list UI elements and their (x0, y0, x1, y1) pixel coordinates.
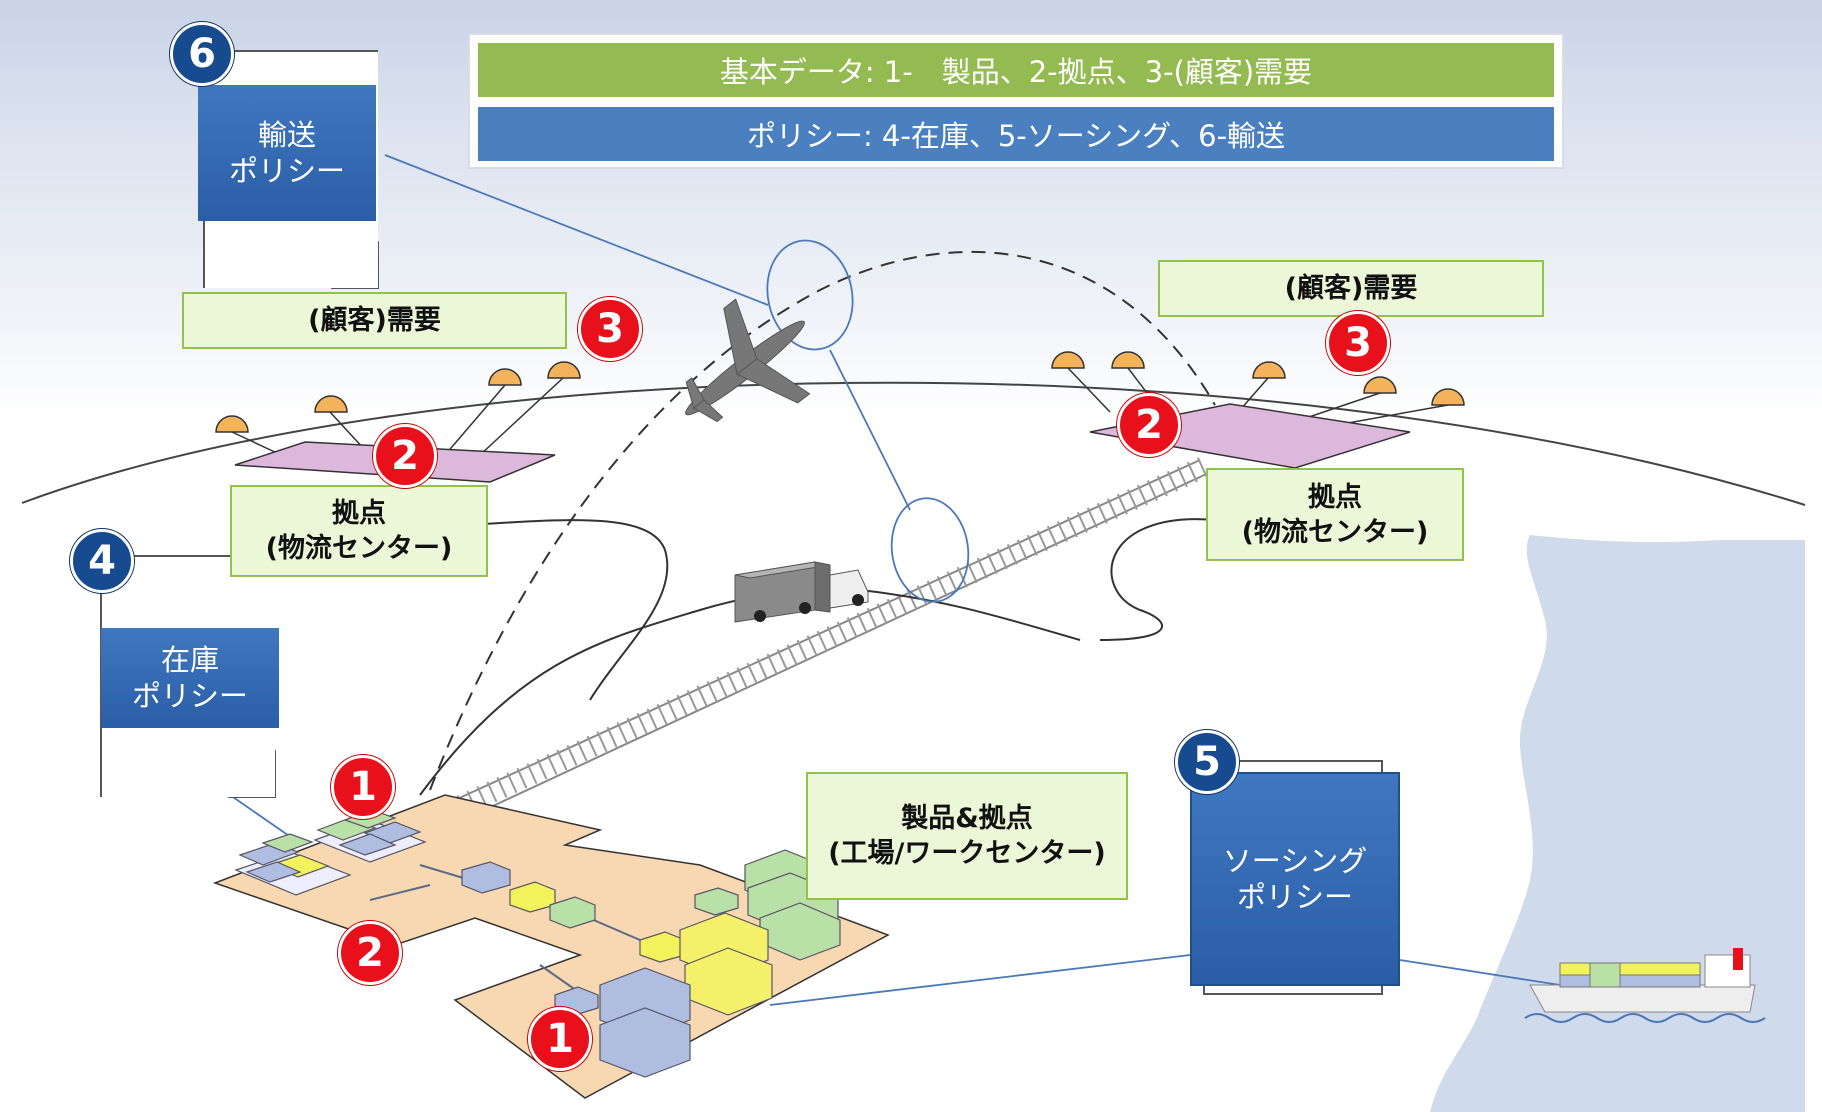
coastline (1430, 535, 1805, 1112)
airplane (685, 298, 811, 423)
site-label-left: 拠点 (物流センター) (230, 485, 488, 577)
horizon-arc (21, 381, 1806, 506)
badge-3-right: 3 (1326, 311, 1390, 375)
badge-2-factory: 2 (338, 921, 402, 985)
demand-label-right: (顧客)需要 (1158, 260, 1544, 317)
site-left-line1: 拠点 (332, 498, 386, 529)
site-right-line1: 拠点 (1308, 481, 1362, 513)
stacked-boxes (599, 849, 841, 1078)
road-left (464, 519, 669, 701)
badge-6: 6 (170, 22, 234, 86)
product-site-line2: (工場/ワークセンター) (828, 838, 1106, 869)
cargo-ship (1524, 948, 1766, 1023)
badge-2-left: 2 (373, 424, 437, 488)
badge-3-left: 3 (578, 297, 642, 361)
inventory-policy-line1: 在庫 (160, 643, 219, 677)
flight-path (429, 250, 1216, 791)
right-customers (1051, 351, 1465, 406)
inventory-policy-line2: ポリシー (131, 679, 248, 713)
transport-policy-line1: 輸送 (257, 118, 316, 152)
road-right (1099, 518, 1216, 641)
legend-basic-data: 基本データ: 1- 製品、2-拠点、3-(顧客)需要 (478, 43, 1554, 97)
badge-1-top: 1 (331, 755, 395, 819)
badge-1-bottom: 1 (528, 1007, 592, 1071)
pallet-left (234, 833, 352, 896)
factory-floor (212, 794, 890, 1099)
product-site-line1: 製品&拠点 (901, 803, 1033, 834)
badge-2-right: 2 (1117, 393, 1181, 457)
transport-policy-line2: ポリシー (228, 154, 345, 188)
truck (734, 561, 869, 623)
legend-banner: 基本データ: 1- 製品、2-拠点、3-(顧客)需要 ポリシー: 4-在庫、5-… (468, 33, 1564, 169)
floor-boxes (461, 861, 739, 1016)
legend-policies: ポリシー: 4-在庫、5-ソーシング、6-輸送 (478, 107, 1554, 161)
sourcing-policy-line1: ソーシング (1222, 844, 1368, 878)
product-site-label: 製品&拠点 (工場/ワークセンター) (806, 772, 1128, 900)
site-label-right: 拠点 (物流センター) (1206, 468, 1464, 561)
demand-label-left: (顧客)需要 (182, 292, 567, 349)
sourcing-policy-line2: ポリシー (1236, 880, 1353, 914)
callout-connectors (229, 154, 1561, 1006)
railway-track (454, 455, 1216, 817)
truck-road (419, 588, 1081, 796)
sourcing-policy-label: ソーシング ポリシー (1190, 772, 1400, 986)
pallet-mid (313, 809, 427, 863)
transport-policy-label: 輸送 ポリシー (198, 85, 376, 221)
badge-5: 5 (1175, 730, 1239, 794)
site-left-line2: (物流センター) (265, 533, 453, 564)
left-customers (215, 361, 581, 433)
site-right-line2: (物流センター) (1241, 516, 1429, 548)
inventory-policy-label: 在庫 ポリシー (101, 628, 279, 728)
badge-4: 4 (70, 529, 134, 593)
